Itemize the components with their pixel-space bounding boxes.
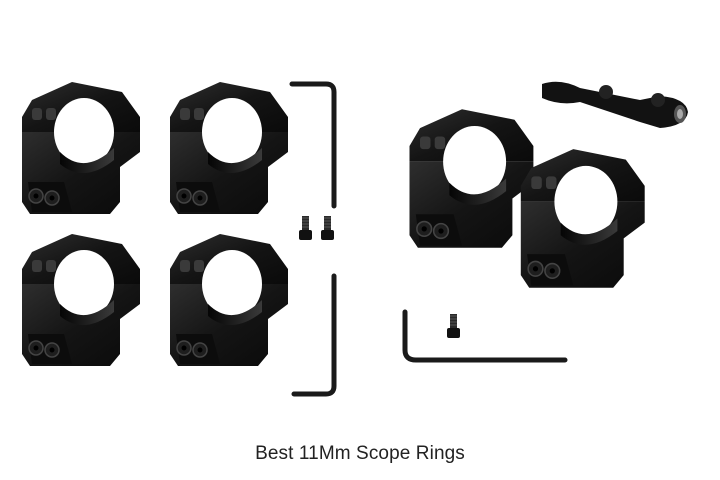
hex-key-bottom <box>291 273 337 397</box>
screw-1 <box>298 215 313 241</box>
product-photo <box>21 81 688 397</box>
scope-ring-2 <box>169 81 289 215</box>
riflescope <box>542 81 688 128</box>
scope-ring-3 <box>21 233 141 367</box>
image-caption: Best 11Mm Scope Rings <box>255 443 465 464</box>
scope-ring-4 <box>169 233 289 367</box>
right-ring-set <box>402 81 688 363</box>
screw-2 <box>320 215 335 241</box>
screw-3 <box>446 313 461 339</box>
scope-ring-5 <box>408 108 535 249</box>
left-ring-set <box>21 81 337 397</box>
hex-key-top <box>289 81 337 209</box>
scope-ring-1 <box>21 81 141 215</box>
scope-ring-6 <box>520 148 646 289</box>
hex-key <box>402 309 568 363</box>
